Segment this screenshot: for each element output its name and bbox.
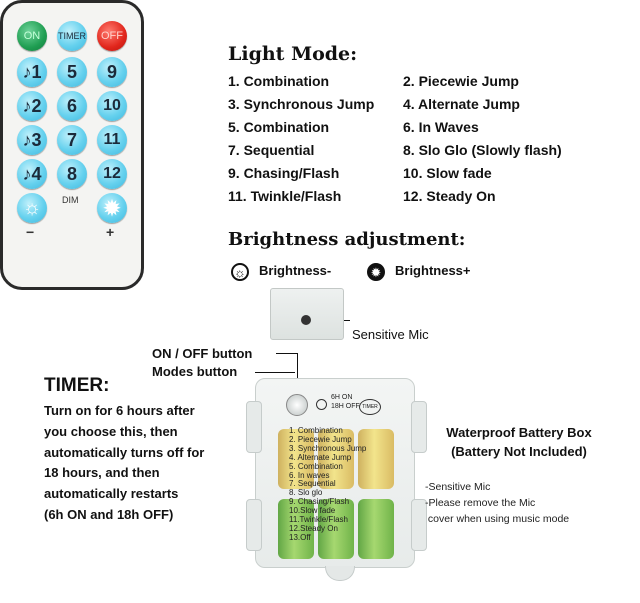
box-mode-item: 1. Combination (289, 426, 343, 435)
off-button[interactable]: OFF (97, 21, 127, 51)
box-mode-item: 10.Slow fade (289, 506, 336, 516)
brightness-minus-label: Brightness- (259, 263, 332, 278)
box-clip-right (411, 499, 427, 551)
battery-box-title-line: (Battery Not Included) (451, 444, 587, 459)
timer-line: Turn on for 6 hours after (44, 403, 195, 418)
on-off-leader-line (276, 353, 298, 354)
light-mode-title: Light Mode: (228, 43, 358, 65)
box-mode-item: 2. Piecewie Jump (289, 434, 352, 444)
mode-6-button[interactable]: 6 (57, 91, 87, 121)
sun-icon: ✹ (103, 197, 121, 220)
box-switch-icon (316, 399, 327, 410)
timer-title: TIMER: (44, 375, 110, 396)
battery-cell (318, 429, 354, 489)
mode-12-button[interactable]: 12 (97, 159, 127, 189)
box-mode-item: 3. Synchronous Jump (289, 443, 367, 453)
mode-item: 1. Combination (228, 73, 330, 89)
box-mode-item: 4. Alternate Jump (289, 452, 352, 462)
timer-line: automatically restarts (44, 486, 179, 502)
battery-box-image: 6H ON 18H OFF TIMER (246, 378, 427, 568)
mode-item: 2. Piecewie Jump (403, 73, 519, 89)
battery-cell (358, 429, 394, 489)
mic-hole (301, 315, 311, 325)
box-mode-item: 5. Combination (289, 461, 343, 471)
battery-cell (278, 499, 314, 559)
box-timer-button[interactable]: TIMER (359, 399, 381, 415)
box-mode-item: 8. Slo glo (289, 488, 323, 498)
mode-7-button[interactable]: 7 (57, 125, 87, 155)
sensitive-mic-label: Sensitive Mic (352, 327, 429, 342)
box-clip-left (246, 401, 262, 453)
box-mode-item: 6. In waves (289, 470, 330, 480)
timer-line: (6h ON and 18h OFF) (44, 506, 174, 522)
battery-box-note: cover when using music mode (425, 513, 570, 525)
mode-9-button[interactable]: 9 (97, 57, 127, 87)
mic-closeup-image (270, 288, 344, 340)
timer-line: 18 hours, and then (44, 465, 160, 481)
brightness-minus-icon: ☼ (231, 263, 249, 281)
box-power-button[interactable] (286, 394, 308, 416)
brightness-down-button[interactable]: ☼ (17, 193, 47, 223)
remote-control: ON TIMER OFF ♪1 5 9 ♪2 6 10 ♪3 7 11 ♪4 8… (0, 0, 144, 290)
brightness-plus-label: Brightness+ (395, 263, 471, 278)
plus-label: + (106, 224, 115, 240)
battery-box-notes: -Sensitive Mic -Please remove the Mic co… (425, 479, 569, 527)
mode-item: 4. Alternate Jump (403, 96, 520, 112)
mode-10-button[interactable]: 10 (97, 91, 127, 121)
box-bottom-clip (325, 566, 355, 581)
mode-item: 6. In Waves (403, 119, 479, 135)
mode-item: 7. Sequential (228, 142, 315, 158)
box-mode-item: 12.Steady On (289, 523, 338, 533)
box-6h-on-label: 6H ON (331, 394, 353, 401)
timer-line: automatically turns off for (44, 444, 205, 460)
battery-box-title-line: Waterproof Battery Box (446, 425, 592, 440)
music-2-button[interactable]: ♪2 (17, 91, 47, 121)
box-mode-item: 9. Chasing/Flash (289, 497, 350, 507)
mode-item: 5. Combination (228, 119, 330, 135)
modes-leader-line (255, 372, 295, 373)
mode-11-button[interactable]: 11 (97, 125, 127, 155)
brightness-title: Brightness adjustment: (228, 229, 466, 250)
mode-item: 11. Twinkle/Flash (228, 188, 342, 204)
box-clip-right (411, 401, 427, 453)
sun-icon: ☼ (22, 196, 42, 219)
music-3-button[interactable]: ♪3 (17, 125, 47, 155)
battery-box-note: -Please remove the Mic (425, 497, 536, 509)
timer-button[interactable]: TIMER (57, 21, 87, 51)
timer-line: you choose this, then (44, 423, 178, 439)
on-off-leader-line (297, 353, 298, 393)
battery-cell (278, 429, 314, 489)
on-off-button-label: ON / OFF button (152, 346, 253, 361)
mode-item: 10. Slow fade (403, 165, 492, 181)
battery-cell (318, 499, 354, 559)
modes-button-label: Modes button (152, 364, 238, 379)
mode-item: 12. Steady On (403, 188, 496, 204)
music-4-button[interactable]: ♪4 (17, 159, 47, 189)
battery-box-note: -Sensitive Mic (425, 481, 491, 493)
box-mode-item: 13.Off (289, 532, 311, 542)
brightness-plus-icon: ✹ (367, 263, 385, 281)
box-mode-item: 11.Twinkle/Flash (289, 515, 348, 525)
box-18h-off-label: 18H OFF (331, 403, 360, 410)
brightness-up-button[interactable]: ✹ (97, 193, 127, 223)
mode-item: 9. Chasing/Flash (228, 165, 340, 181)
mic-leader-line (344, 320, 350, 321)
box-mode-item: 7. Sequential (289, 479, 336, 489)
box-clip-left (246, 499, 262, 551)
on-button[interactable]: ON (17, 21, 47, 51)
mode-item: 8. Slo Glo (Slowly flash) (403, 142, 562, 158)
battery-box-title: Waterproof Battery Box (Battery Not Incl… (424, 423, 614, 461)
battery-cell (358, 499, 394, 559)
battery-box-mode-list: 1. Combination 2. Piecewie Jump 3. Synch… (289, 426, 367, 543)
mode-item: 3. Synchronous Jump (228, 96, 375, 112)
music-1-button[interactable]: ♪1 (17, 57, 47, 87)
mode-8-button[interactable]: 8 (57, 159, 87, 189)
mode-5-button[interactable]: 5 (57, 57, 87, 87)
timer-description: Turn on for 6 hours after you choose thi… (44, 401, 244, 526)
dim-label: DIM (62, 195, 79, 205)
minus-label: − (26, 224, 35, 240)
